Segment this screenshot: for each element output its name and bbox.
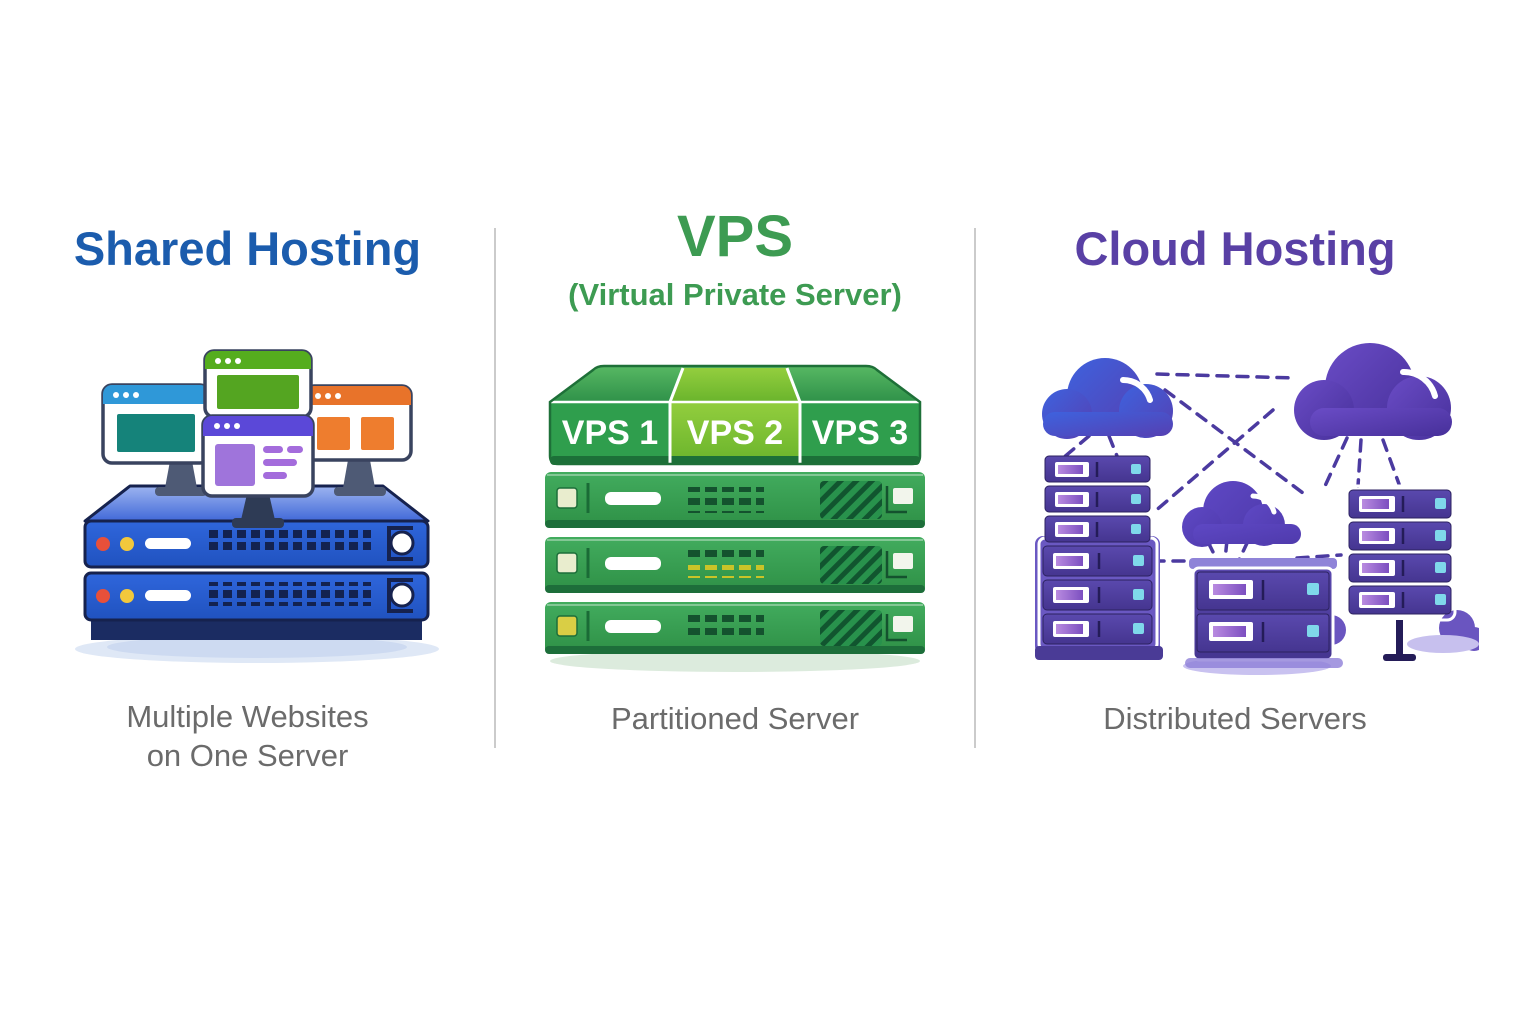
website-monitor-orange — [303, 384, 413, 496]
vps-subtitle: (Virtual Private Server) — [568, 277, 902, 312]
vps-partition-label-2: VPS 2 — [687, 414, 783, 452]
caption-line: Multiple Websites — [126, 699, 369, 734]
cloud-hosting-title: Cloud Hosting — [1074, 222, 1396, 275]
rack-unit — [1042, 613, 1153, 645]
vps-rack-unit — [545, 602, 925, 654]
server-rack-right — [1343, 484, 1457, 661]
cloud-icon — [1294, 343, 1452, 440]
column-divider-left — [494, 228, 496, 748]
rack-unit — [1042, 579, 1153, 611]
server-shadow — [75, 635, 439, 663]
cloud-icon — [1182, 481, 1301, 547]
website-monitor-purple — [201, 414, 315, 528]
vps-partition-label-3: VPS 3 — [812, 414, 908, 452]
rack-unit — [1044, 515, 1151, 543]
server-shadow — [550, 650, 920, 672]
shared-hosting-caption: Multiple Websites on One Server — [0, 698, 495, 776]
rack-unit — [1348, 521, 1452, 551]
vps-title: VPS — [676, 204, 794, 269]
vps-caption: Partitioned Server — [610, 701, 860, 736]
clouds-and-servers-network-icon — [1035, 343, 1479, 675]
vps-partition-label-1: VPS 1 — [562, 414, 658, 452]
server-rack-middle — [1185, 558, 1343, 668]
rack-unit — [1348, 585, 1452, 615]
vps-partition-unit: VPS 1 VPS 2 VPS 3 — [548, 364, 922, 466]
rack-unit — [1044, 485, 1151, 513]
cloud-icon — [1042, 358, 1173, 439]
shared-server-with-monitors-icon — [75, 349, 439, 663]
caption-line: on One Server — [146, 737, 349, 773]
column-divider-right — [974, 228, 976, 748]
vps-rack-unit — [545, 472, 925, 528]
partitioned-server-stack-icon: VPS 1 VPS 2 VPS 3 — [545, 364, 925, 672]
rack-unit — [1348, 489, 1452, 519]
rack-unit — [1042, 545, 1153, 577]
rack-unit — [1044, 455, 1151, 483]
rack-unit — [1196, 571, 1330, 611]
shared-hosting-title: Shared Hosting — [73, 222, 422, 275]
rack-unit — [1196, 613, 1330, 653]
website-monitor-blue — [101, 383, 211, 496]
cloud-hosting-caption: Distributed Servers — [1103, 701, 1367, 736]
vps-rack-unit — [545, 537, 925, 593]
website-window-green — [203, 349, 313, 419]
rack-unit — [1348, 553, 1452, 583]
server-rack-left — [1035, 455, 1163, 660]
